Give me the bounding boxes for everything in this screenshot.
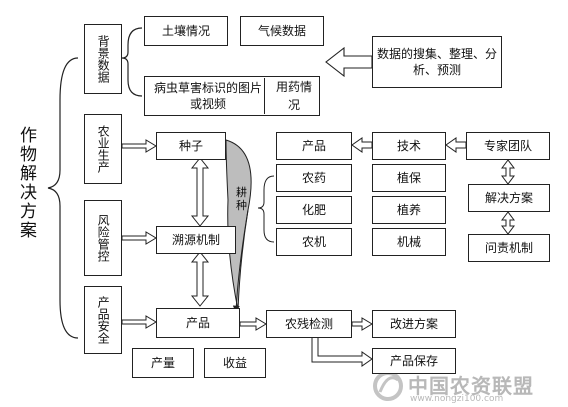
soil-box: 土壤情况 [144, 16, 228, 46]
fertilizer-box: 化肥 [276, 196, 352, 224]
product-residue-arrow [239, 317, 267, 331]
product-box: 产品 [156, 308, 240, 338]
climate-box: 气候数据 [240, 16, 324, 46]
machine-box: 农机 [276, 228, 352, 256]
cultivation-box: 植养 [372, 196, 446, 224]
category-background-label: 背景数据 [96, 35, 111, 83]
pesticide-box: 农药 [276, 164, 352, 192]
pest-drug-box: 病虫草害标识的图片或视频 [144, 76, 320, 116]
category-risk-label: 风险管控 [96, 214, 111, 262]
seed-box: 种子 [156, 132, 226, 160]
plant-protect-box: 植保 [372, 164, 446, 192]
data-processing-box: 数据的搜集、整理、分析、预测 [372, 36, 502, 88]
cultivation-leaf [225, 139, 252, 311]
category-safety-label: 产品安全 [96, 296, 111, 344]
category-safety: 产品安全 [84, 286, 122, 354]
tech-box: 技术 [372, 132, 446, 160]
expert-tech-arrow [445, 137, 467, 153]
output-box: 产量 [132, 348, 194, 378]
income-box: 收益 [204, 348, 266, 378]
safety-arrow [121, 315, 157, 329]
leaf-product-curve [232, 209, 249, 313]
solution-box: 解决方案 [468, 184, 550, 212]
cultivation-label: 耕种 [236, 186, 247, 212]
watermark-name: 中国农资联盟 [408, 374, 534, 398]
accountability-box: 问责机制 [468, 234, 550, 262]
preserve-box: 产品保存 [372, 348, 456, 374]
pest-drug-divider [264, 78, 265, 114]
residue-preserve-arrow [311, 335, 373, 367]
risk-arrow [121, 231, 157, 245]
solution-accountability-arrow [501, 211, 515, 235]
watermark-logo [373, 371, 403, 401]
input-brace [257, 175, 275, 243]
trace-box: 溯源机制 [156, 226, 236, 254]
page-title: 作物解决方案 [16, 126, 36, 240]
drug-label: 用药情况 [275, 80, 312, 112]
pest-label: 病虫草害标识的图片或视频 [153, 80, 262, 111]
data-arrow [325, 46, 373, 78]
category-agri: 农业生产 [84, 114, 122, 184]
category-background: 背景数据 [84, 24, 122, 94]
residue-box: 农残检测 [266, 310, 352, 338]
tech-product-arrow [351, 137, 373, 153]
watermark-url: www.nongzi100.com [410, 394, 504, 404]
category-agri-label: 农业生产 [96, 125, 111, 173]
seed-trace-arrow [190, 157, 210, 227]
category-risk: 风险管控 [84, 200, 122, 276]
machinery-box: 机械 [372, 228, 446, 256]
agri-arrow [121, 139, 157, 153]
main-brace [47, 57, 79, 339]
residue-improve-arrow [351, 317, 373, 331]
trace-product-arrow [190, 251, 210, 307]
background-brace [121, 27, 143, 97]
improve-box: 改进方案 [372, 310, 456, 338]
expert-solution-arrow [501, 159, 515, 185]
product-top-box: 产品 [276, 132, 352, 160]
expert-box: 专家团队 [466, 132, 550, 160]
